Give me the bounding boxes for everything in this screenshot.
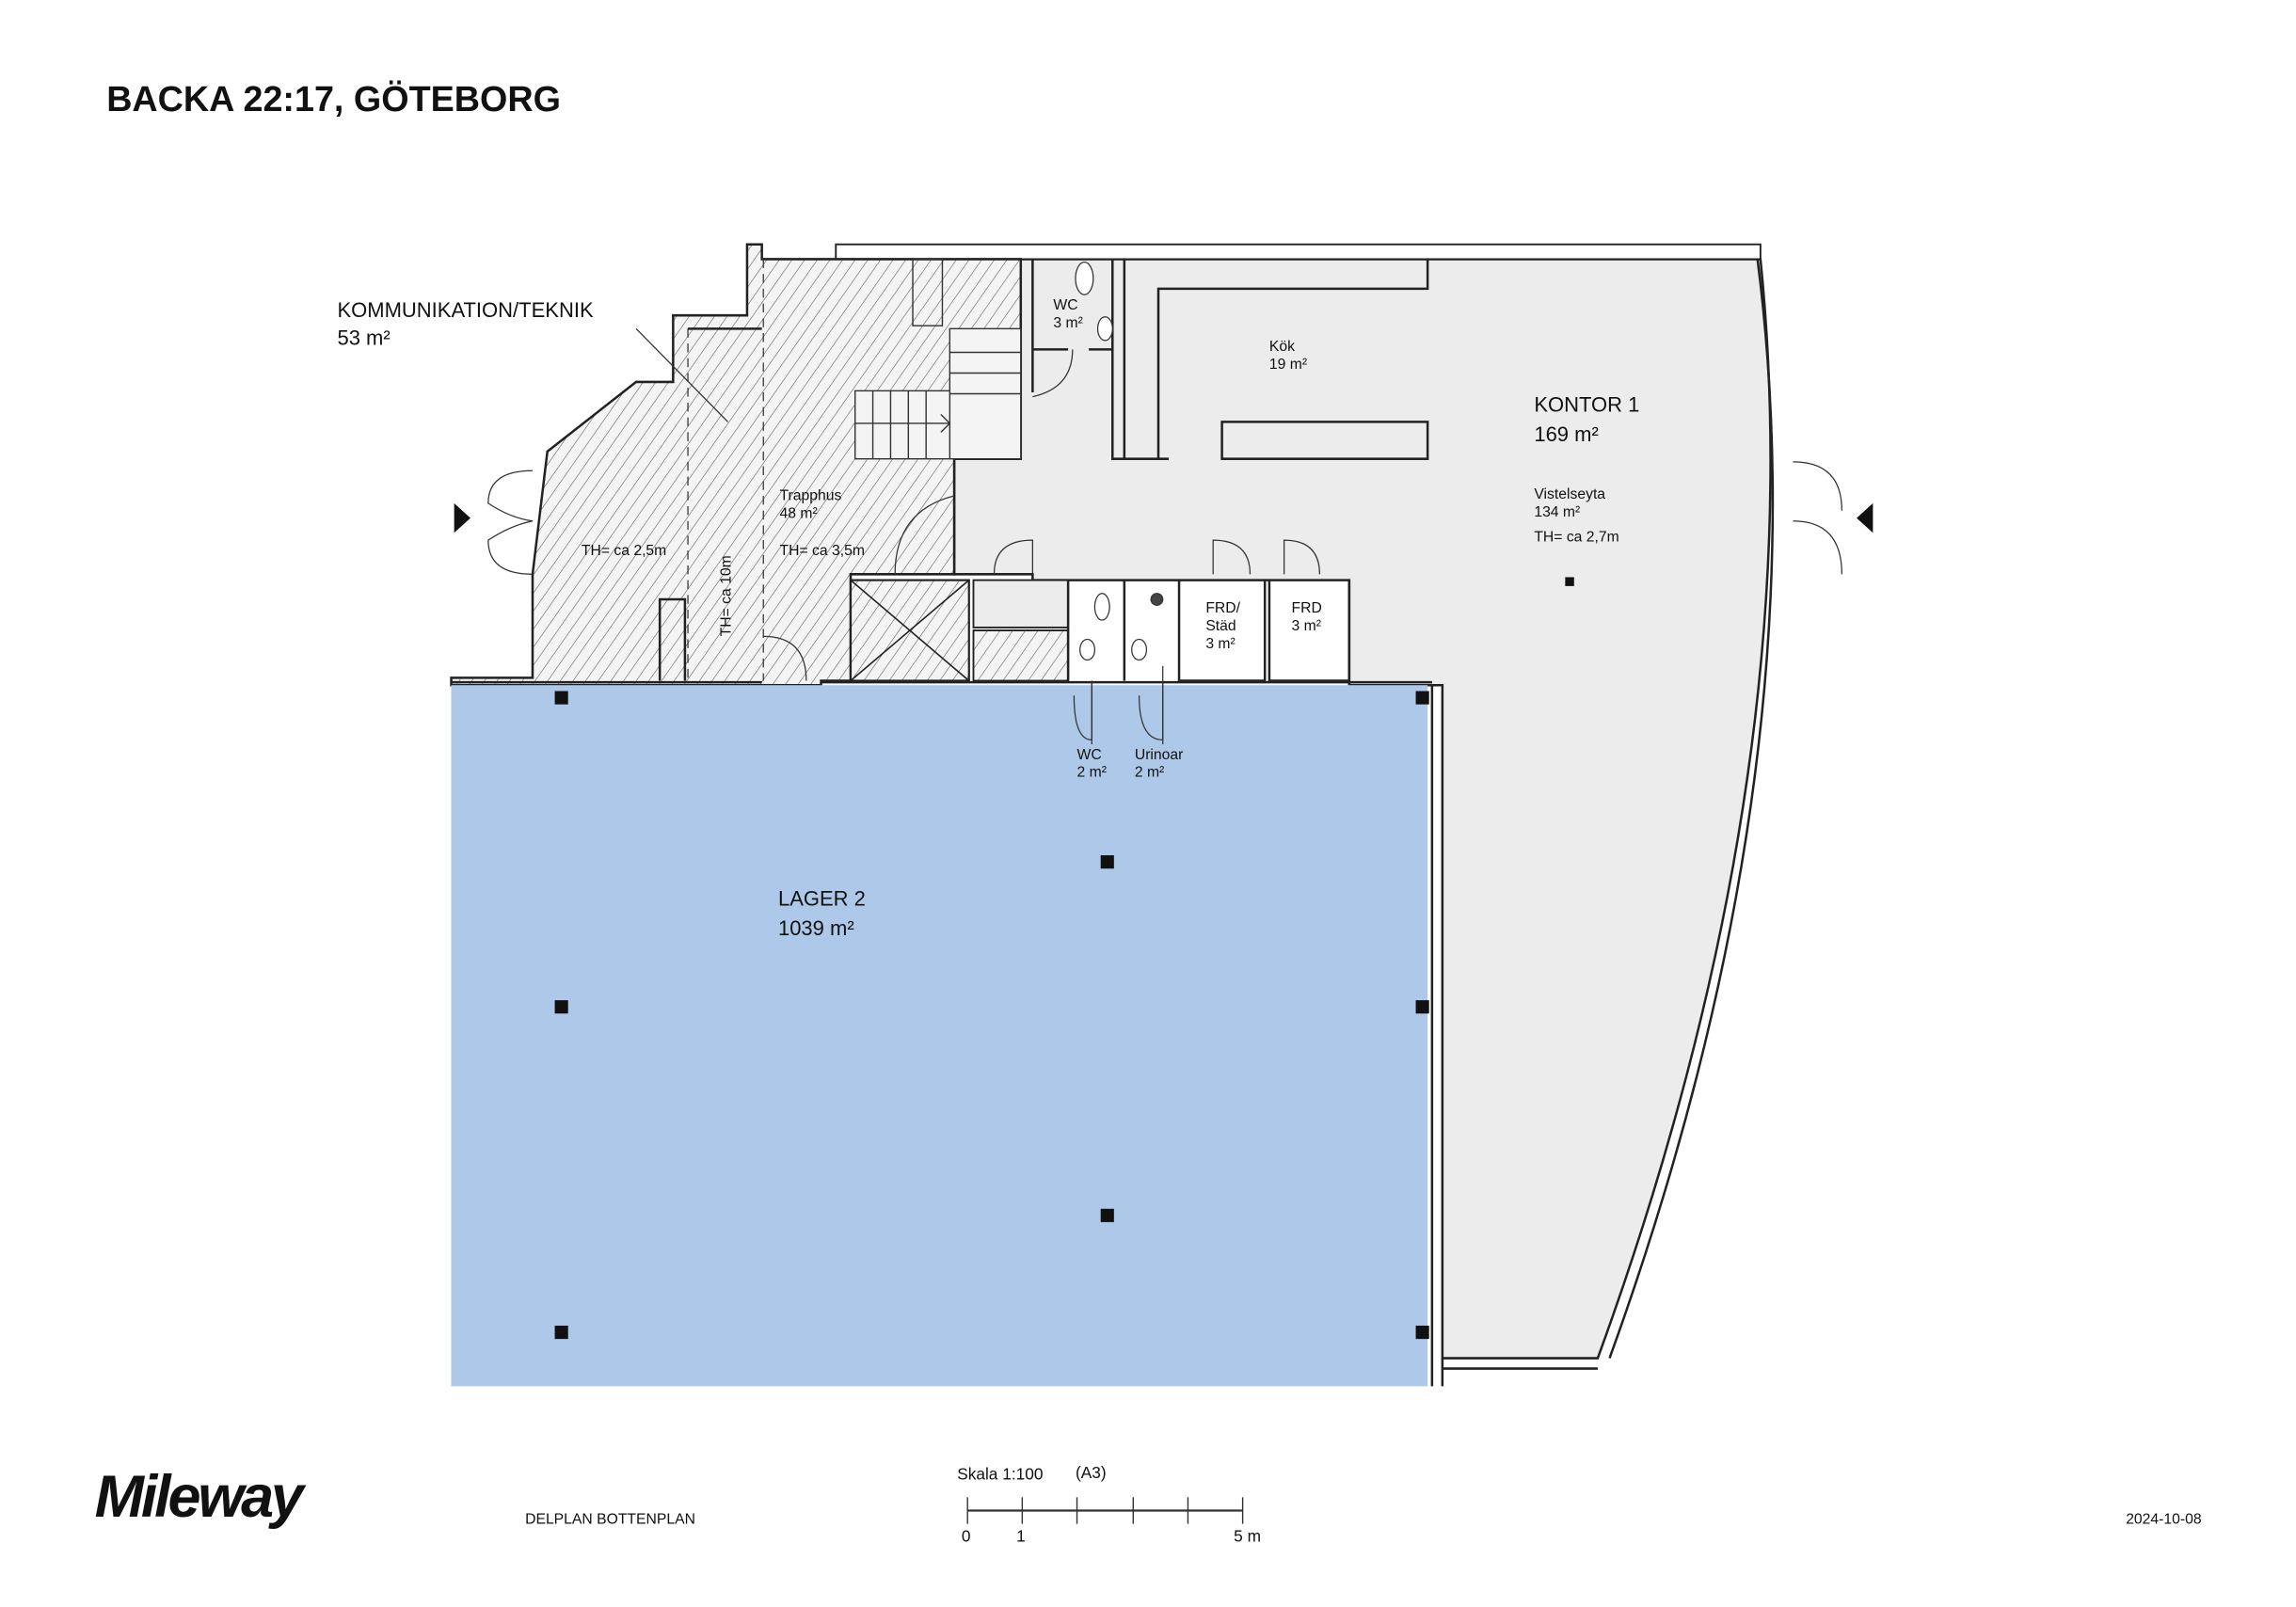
kontor-wall [1430,685,1598,1387]
room-label: FRD/ [1205,600,1240,616]
room-area: 53 m² [337,326,390,350]
page-title: BACKA 22:17, GÖTEBORG [106,79,561,119]
room-area: 48 m² [780,506,818,522]
interior-wall [658,327,762,681]
room-area: 2 m² [1077,765,1107,781]
ceiling-height: TH= ca 2,7m [1534,530,1618,546]
scale-tick-label: 5 m [1234,1527,1261,1546]
room-area: 3 m² [1053,315,1082,331]
room-label: Kök [1269,339,1295,355]
room-area: 2 m² [1135,765,1164,781]
staircase [854,258,1022,460]
scale-tick-label: 0 [962,1527,971,1546]
room-area: 3 m² [1205,636,1235,652]
room-label: LAGER 2 [778,886,866,910]
room-label: KONTOR 1 [1534,392,1639,416]
scale-label: Skala 1:100 [957,1464,1043,1483]
interior-walls [1031,259,1429,682]
room-lager-area [451,685,1428,1387]
room-subarea: 134 m² [1534,504,1580,520]
structural-columns [554,577,1574,1340]
room-area: 1039 m² [778,916,854,940]
room-label: WC [1077,747,1102,763]
entrance-arrow-icon [1857,502,1873,533]
ceiling-height: TH= ca 2,5m [582,543,666,559]
elevator-shaft [849,579,1070,682]
plan-name: DELPLAN BOTTENPLAN [525,1512,695,1528]
room-label: Urinoar [1135,747,1184,763]
scale-tick-label: 1 [1016,1527,1026,1546]
room-area: 19 m² [1269,357,1307,373]
plan-date: 2024-10-08 [2126,1512,2202,1528]
room-sublabel: Vistelseyta [1534,486,1605,502]
room-label: Städ [1205,618,1236,634]
room-label: FRD [1292,600,1322,616]
room-area: 3 m² [1292,618,1321,634]
ceiling-height: TH= ca 10m [719,555,735,636]
entrance-arrow-icon [454,502,470,533]
ceiling-height: TH= ca 3,5m [780,543,865,559]
paper-size: (A3) [1076,1463,1107,1482]
leader-line [635,327,728,422]
outer-wall-top [835,243,1762,261]
room-label: KOMMUNIKATION/TEKNIK [337,298,593,322]
room-label: WC [1053,297,1077,313]
curved-facade [1608,259,1775,1359]
room-area: 169 m² [1534,422,1598,446]
toilet-icon [1075,261,1164,661]
scale-bar [966,1497,1244,1524]
room-label: Trapphus [780,488,842,504]
mileway-logo: Mileway [95,1464,307,1530]
